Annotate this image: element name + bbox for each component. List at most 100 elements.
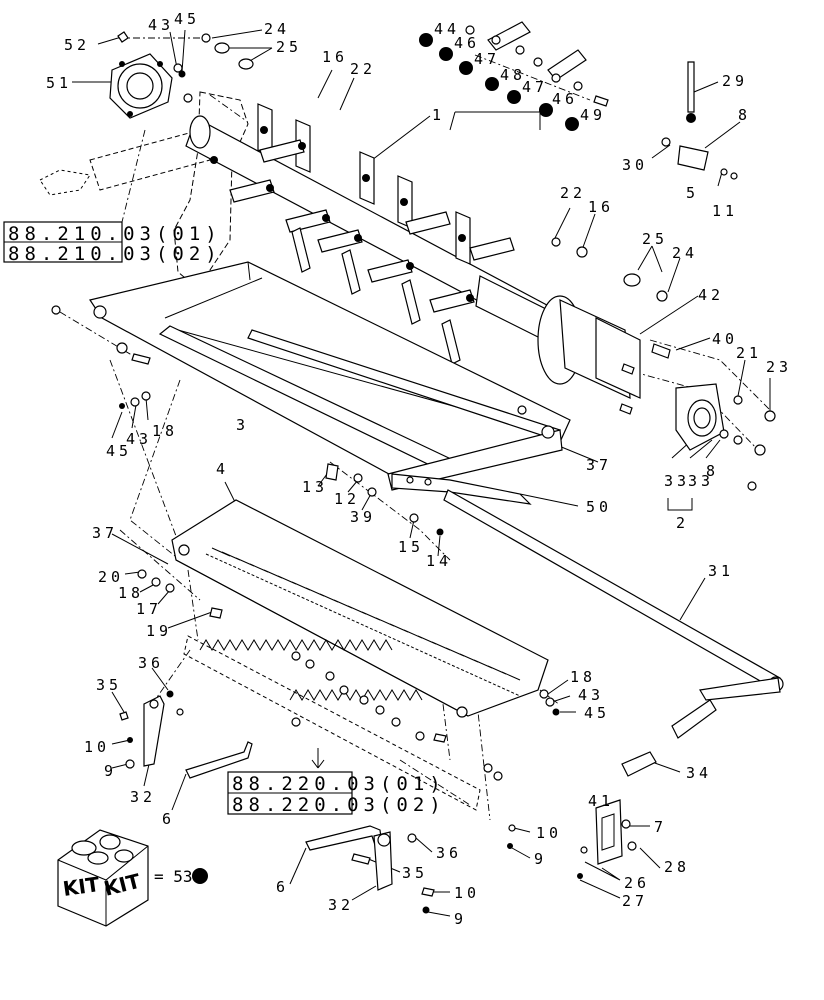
- callout-3: 3: [236, 416, 249, 434]
- bent-bar-6-right: [305, 825, 383, 851]
- callout-25: 25: [642, 230, 668, 248]
- callout-32: 32: [328, 896, 354, 914]
- callout-12: 12: [334, 490, 360, 508]
- callout-45: 45: [584, 704, 610, 722]
- callout-19: 19: [146, 622, 172, 640]
- hardware-top-left: [117, 31, 254, 103]
- callout-31: 31: [708, 562, 734, 580]
- callout-42: 42: [698, 286, 724, 304]
- block-34: [621, 751, 657, 777]
- callout-33: 33: [688, 472, 714, 490]
- callout-18: 18: [118, 584, 144, 602]
- reference-label: 88.220.03(01): [232, 773, 446, 795]
- callout-26: 26: [624, 874, 650, 892]
- callout-36: 36: [138, 654, 164, 672]
- callout-52: 52: [64, 36, 90, 54]
- callout-23: 23: [766, 358, 792, 376]
- callout-37: 37: [586, 456, 612, 474]
- callout-43: 43: [126, 430, 152, 448]
- callout-6: 6: [276, 878, 289, 896]
- arm-32-right: [351, 824, 516, 914]
- callout-47: 47: [522, 78, 548, 96]
- lever-29-bracket-8: [661, 61, 738, 180]
- callout-13: 13: [302, 478, 328, 496]
- callout-27: 27: [622, 892, 648, 910]
- callout-10: 10: [84, 738, 110, 756]
- callout-28: 28: [664, 858, 690, 876]
- callout-30: 30: [622, 156, 648, 174]
- kit-equals-text: = 53: [154, 867, 193, 886]
- callout-21: 21: [736, 344, 762, 362]
- left-lower-hardware: [119, 569, 223, 769]
- callout-35: 35: [96, 676, 122, 694]
- callout-51: 51: [46, 74, 72, 92]
- callout-15: 15: [398, 538, 424, 556]
- hood-hardware: [51, 305, 444, 536]
- callout-48: 48: [500, 66, 526, 84]
- kit-label-left: KIT: [61, 872, 101, 901]
- callout-50: 50: [586, 498, 612, 516]
- callout-29: 29: [722, 72, 748, 90]
- callout-6: 6: [162, 810, 175, 828]
- reference-label: 88.210.03(01): [8, 223, 222, 245]
- bent-bar-6-left: [185, 741, 253, 779]
- kit-box-icon: [57, 829, 149, 927]
- callout-9: 9: [454, 910, 467, 928]
- reference-boxes: [3, 221, 353, 815]
- kit-markers: [419, 33, 579, 131]
- plate-41: [577, 799, 637, 879]
- callout-37: 37: [92, 524, 118, 542]
- callout-46: 46: [454, 34, 480, 52]
- lower-right-hardware: [433, 689, 560, 743]
- callout-24: 24: [264, 20, 290, 38]
- callout-10: 10: [454, 884, 480, 902]
- callout-33: 33: [664, 472, 690, 490]
- callout-45: 45: [174, 10, 200, 28]
- bracket-50: [391, 473, 532, 505]
- tooth-bar: [183, 635, 503, 811]
- callout-44: 44: [434, 20, 460, 38]
- flail-knives: [210, 103, 515, 365]
- callout-9: 9: [534, 850, 547, 868]
- callout-41: 41: [588, 792, 614, 810]
- callout-7: 7: [654, 818, 667, 836]
- callout-10: 10: [536, 824, 562, 842]
- callout-11: 11: [712, 202, 738, 220]
- rod-31: [443, 489, 784, 739]
- callout-2: 2: [676, 514, 689, 532]
- callout-39: 39: [350, 508, 376, 526]
- hood-3: [89, 261, 571, 491]
- callout-24: 24: [672, 244, 698, 262]
- bearing-flange-51: [109, 53, 173, 119]
- callout-47: 47: [474, 50, 500, 68]
- callout-5: 5: [686, 184, 699, 202]
- callout-32: 32: [130, 788, 156, 806]
- callout-36: 36: [436, 844, 462, 862]
- callout-8: 8: [738, 106, 751, 124]
- callout-16: 16: [588, 198, 614, 216]
- reference-label: 88.220.03(02): [232, 794, 446, 816]
- callout-34: 34: [686, 764, 712, 782]
- callout-35: 35: [402, 864, 428, 882]
- callout-45: 45: [106, 442, 132, 460]
- callout-46: 46: [552, 90, 578, 108]
- callout-9: 9: [104, 762, 117, 780]
- concave-panel-4: [171, 499, 549, 718]
- callout-43: 43: [578, 686, 604, 704]
- callout-49: 49: [580, 106, 606, 124]
- callout-18: 18: [152, 422, 178, 440]
- callout-20: 20: [98, 568, 124, 586]
- callout-18: 18: [570, 668, 596, 686]
- callout-1: 1: [432, 106, 445, 124]
- callout-25: 25: [276, 38, 302, 56]
- callout-40: 40: [712, 330, 738, 348]
- reference-label: 88.210.03(02): [8, 243, 222, 265]
- knife-kit-parts: [465, 21, 609, 107]
- panel-slots: [211, 547, 521, 681]
- callout-43: 43: [148, 16, 174, 34]
- callout-14: 14: [426, 552, 452, 570]
- right-bearing-group: [551, 237, 776, 491]
